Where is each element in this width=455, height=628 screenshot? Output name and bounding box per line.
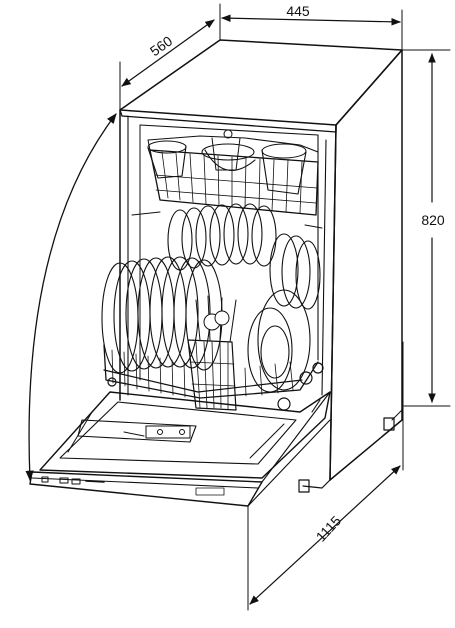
basket-wheel-icon [312, 362, 324, 374]
upper-basket [147, 129, 319, 216]
cup-icon [147, 140, 187, 179]
door-swing-arc [25, 113, 117, 482]
height-label: 820 [421, 212, 445, 228]
open-door [29, 391, 331, 507]
cabinet-side-panel [329, 49, 403, 481]
dimension-width: 445 [219, 3, 403, 51]
power-button [41, 476, 49, 483]
glass-icon [211, 137, 241, 171]
back-plate-rack [167, 203, 321, 310]
dimension-open-depth: 1115 [247, 341, 404, 611]
basket-wheel-icon [299, 371, 313, 385]
width-label: 445 [286, 3, 310, 19]
basket-wheel-icon [277, 397, 291, 411]
open-depth-label: 1115 [313, 512, 345, 544]
spray-arm-hub-icon [223, 129, 233, 139]
front-plate-stack [101, 256, 223, 374]
lower-basket [101, 256, 324, 411]
cup-icon [261, 143, 307, 195]
bowl-icon [201, 143, 256, 171]
cutlery-basket [187, 295, 237, 411]
dimension-depth: 560 [119, 19, 215, 111]
dimension-height: 820 [401, 49, 451, 407]
depth-label: 560 [147, 33, 175, 60]
